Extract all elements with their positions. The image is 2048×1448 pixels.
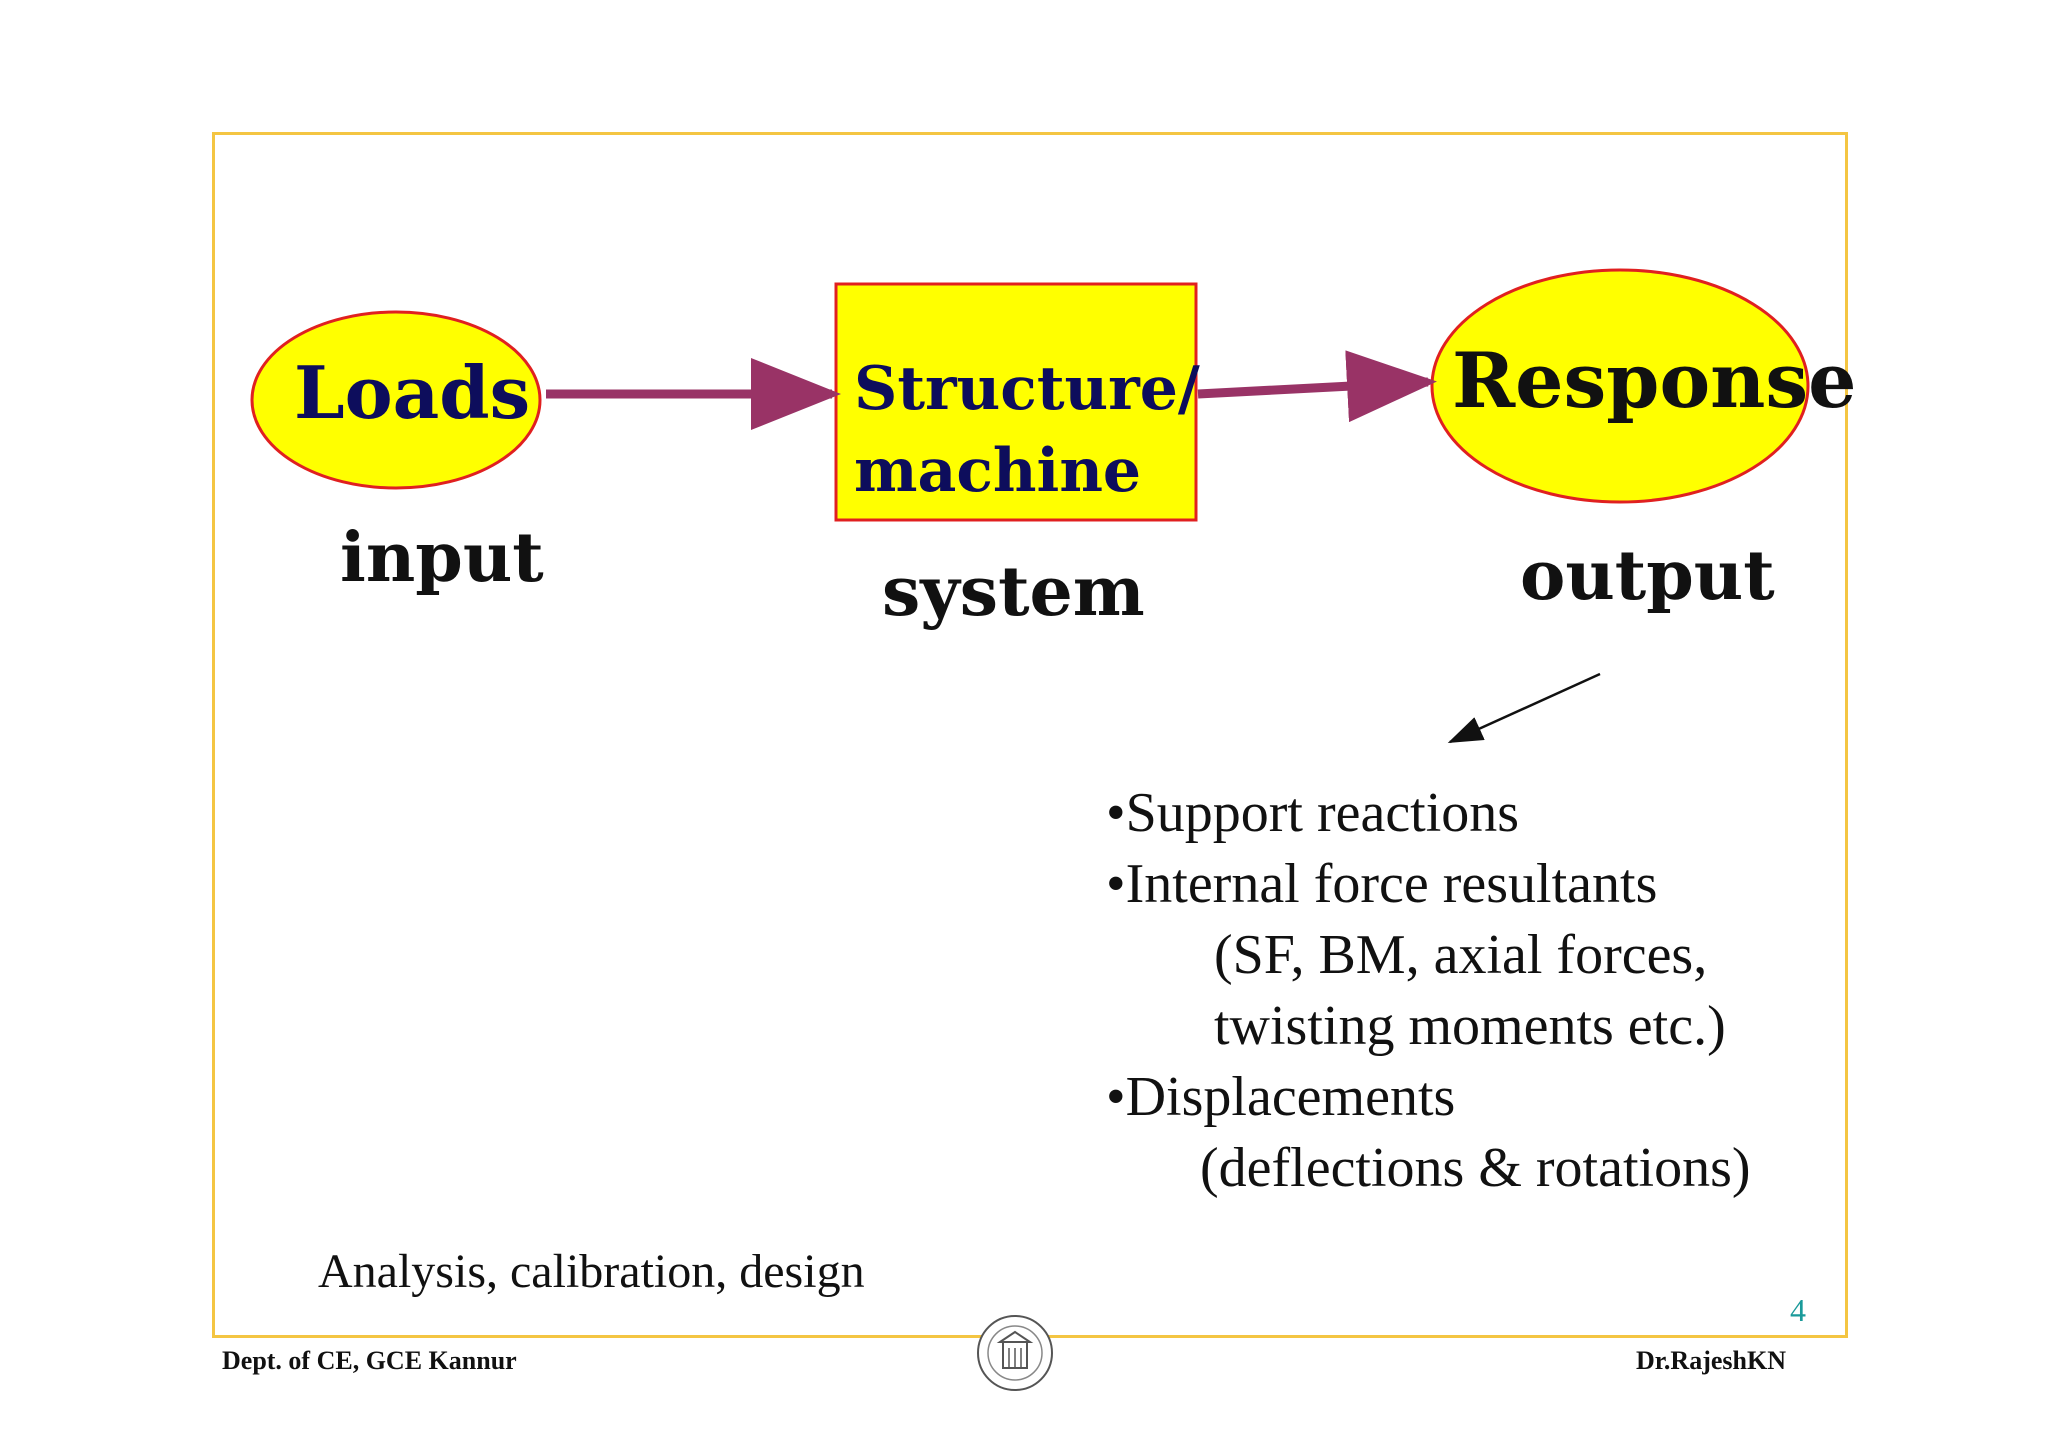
system-label: system — [882, 552, 1145, 632]
structure-node — [834, 282, 1198, 522]
input-label: input — [340, 518, 544, 598]
list-item: •Internal force resultants — [1106, 853, 1658, 915]
loads-node-label: Loads — [294, 350, 531, 435]
list-item: twisting moments etc.) — [1214, 995, 1726, 1057]
structure-node-label-line2: machine — [854, 436, 1142, 506]
college-seal-icon — [977, 1315, 1053, 1391]
list-item: (deflections & rotations) — [1200, 1137, 1751, 1199]
loads-node — [250, 310, 542, 490]
flow-arrow-structure-to-response — [1197, 350, 1437, 423]
list-item: •Support reactions — [1106, 782, 1520, 844]
footer-right: Dr.RajeshKN — [1636, 1346, 1786, 1375]
response-list: •Support reactions •Internal force resul… — [1106, 778, 1751, 1204]
output-pointer-arrow — [1447, 672, 1601, 744]
page-number: 4 — [1790, 1292, 1806, 1328]
response-node-label: Response — [1452, 336, 1857, 425]
output-label: output — [1520, 536, 1775, 616]
structure-node-label-line1: Structure/ — [854, 354, 1200, 424]
list-item: •Displacements — [1106, 1066, 1456, 1128]
analysis-note: Analysis, calibration, design — [318, 1245, 865, 1298]
footer-left: Dept. of CE, GCE Kannur — [222, 1346, 517, 1375]
list-item: (SF, BM, axial forces, — [1214, 924, 1708, 986]
